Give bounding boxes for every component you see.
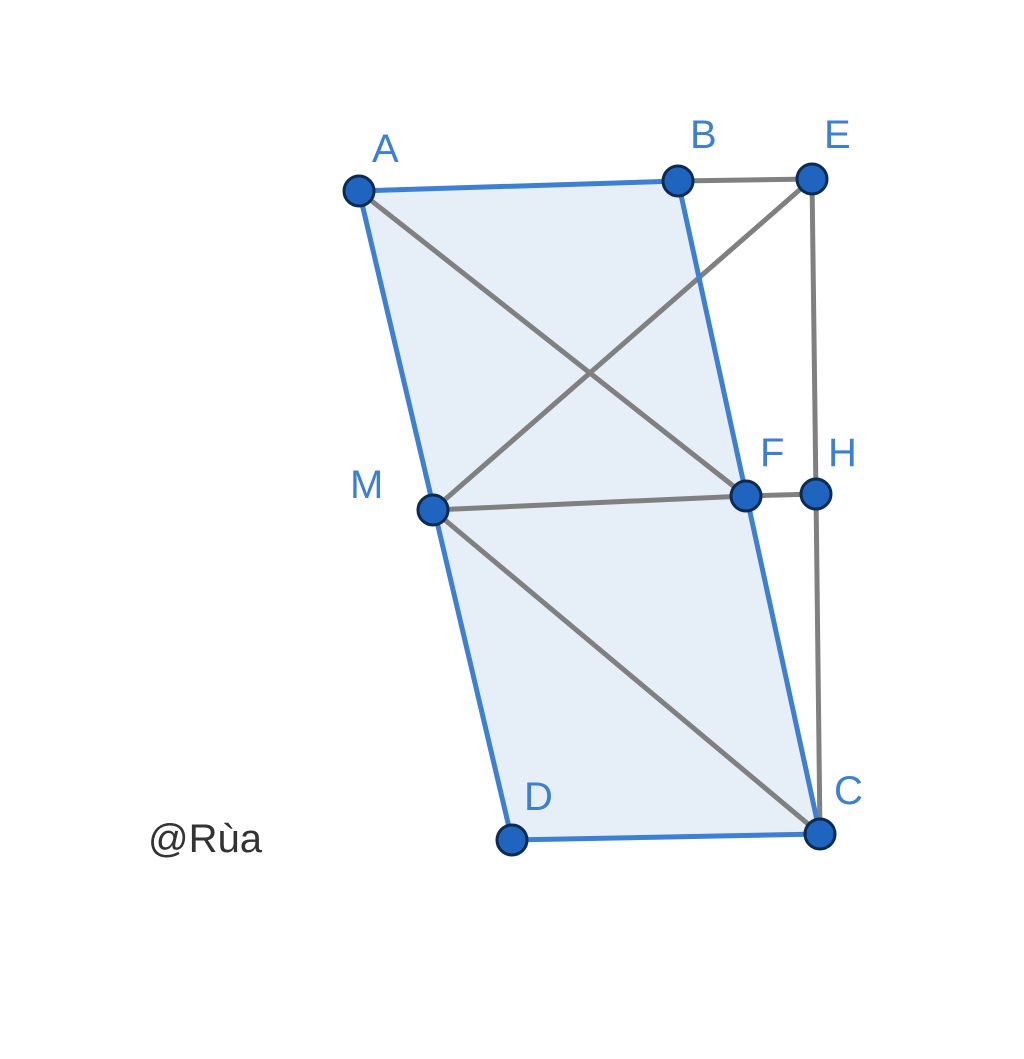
gray-segments	[356, 176, 823, 837]
point-b[interactable]	[661, 164, 695, 198]
segment-be	[675, 176, 815, 184]
segment-af	[356, 188, 749, 499]
point-e[interactable]	[795, 162, 829, 196]
label-d: D	[524, 775, 553, 819]
segment-ab	[356, 178, 681, 194]
point-f[interactable]	[729, 479, 763, 513]
label-c: C	[834, 769, 863, 813]
point-h[interactable]	[799, 477, 833, 511]
segment-cd	[509, 831, 823, 843]
label-a: A	[372, 127, 399, 171]
label-b: B	[690, 113, 717, 157]
points	[342, 162, 837, 857]
segment-eh	[809, 176, 819, 497]
label-m: M	[350, 463, 383, 507]
point-d[interactable]	[495, 823, 529, 857]
label-h: H	[828, 431, 857, 475]
point-a[interactable]	[342, 174, 376, 208]
segment-mf	[430, 493, 749, 513]
point-c[interactable]	[803, 817, 837, 851]
segment-me	[430, 176, 815, 513]
label-f: F	[760, 431, 784, 475]
segment-mc	[430, 507, 823, 837]
segment-hc	[813, 491, 823, 837]
point-m[interactable]	[416, 493, 450, 527]
watermark-text: @Rùa	[148, 817, 263, 861]
label-e: E	[824, 113, 851, 157]
